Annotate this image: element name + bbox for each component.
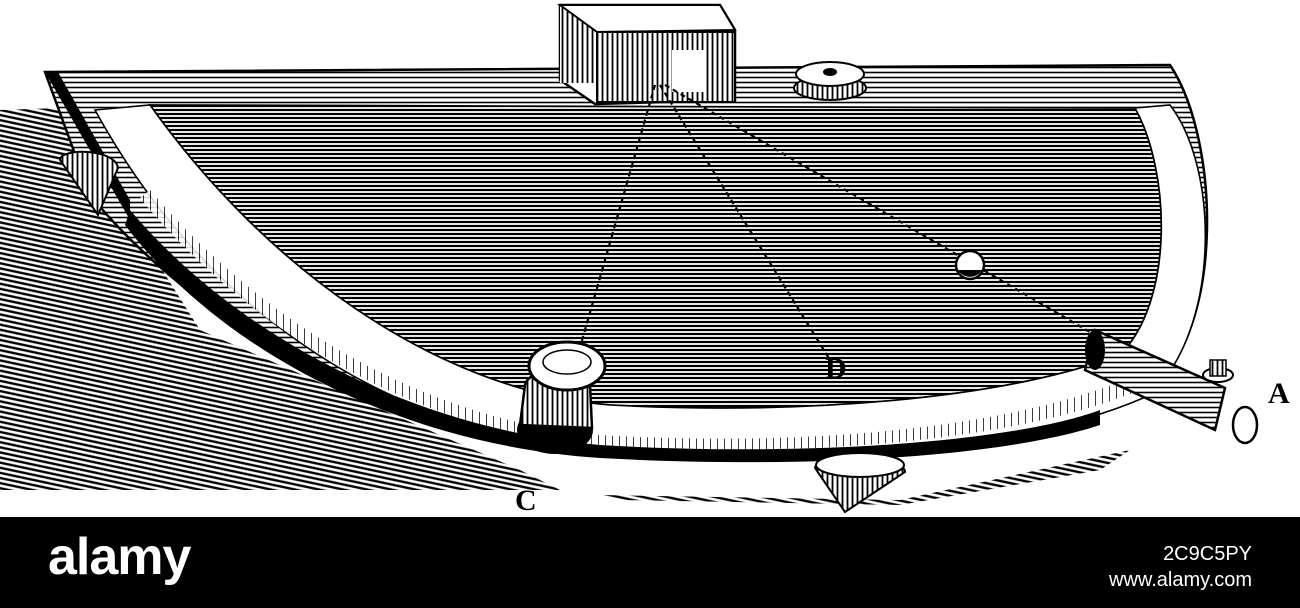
alamy-logo: alamy	[48, 528, 191, 586]
site-url: www.alamy.com	[1109, 569, 1252, 591]
label-c: C	[515, 484, 537, 517]
eyepiece-tube	[1083, 328, 1259, 445]
label-a: A	[1268, 377, 1290, 410]
image-id: 2C9C5PY	[1163, 543, 1252, 565]
top-knob	[793, 61, 867, 101]
label-d: D	[825, 352, 847, 385]
sight-lines	[573, 84, 1096, 366]
ball-marker	[954, 249, 986, 281]
semicircle-plate	[43, 63, 1209, 463]
engraving-illustration: A B C D	[0, 3, 1290, 517]
instrument-shadow	[0, 108, 1130, 505]
leveling-feet	[58, 150, 907, 514]
watermark-footer: alamy 2C9C5PY www.alamy.com	[0, 517, 1300, 608]
image-id-block: 2C9C5PY www.alamy.com	[1109, 541, 1252, 593]
sight-post	[517, 340, 607, 454]
sighting-block	[556, 3, 737, 106]
label-b: B	[680, 58, 700, 91]
